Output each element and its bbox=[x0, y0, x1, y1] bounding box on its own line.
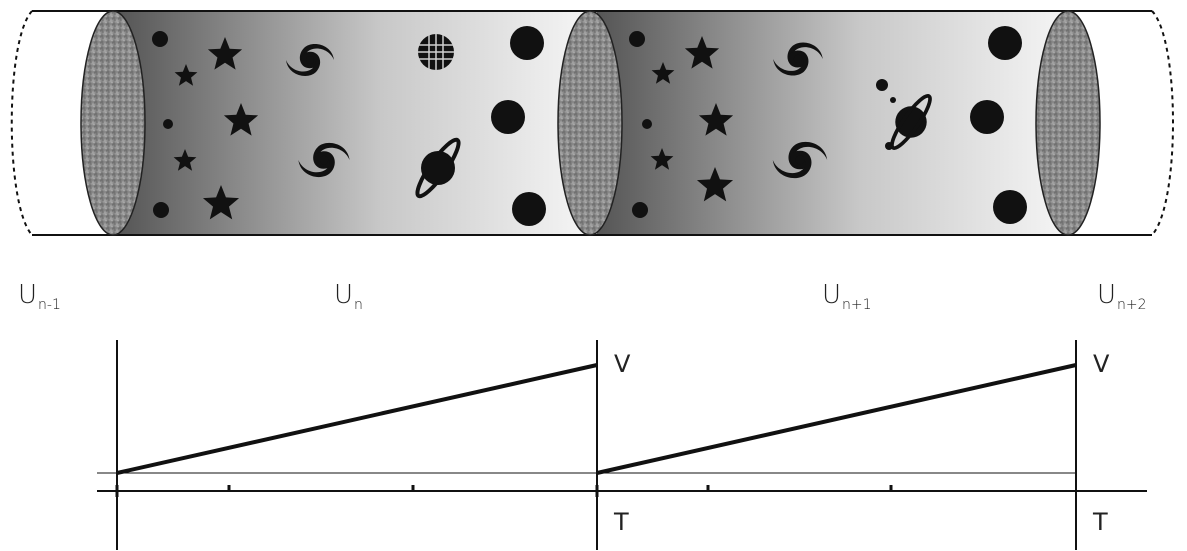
dot-icon bbox=[632, 202, 648, 218]
universe-n-plus-1-contents bbox=[629, 26, 1027, 224]
dot-icon bbox=[510, 26, 544, 60]
ramp-2 bbox=[596, 363, 1077, 475]
dot-icon bbox=[512, 192, 546, 226]
textured-disk-icon bbox=[557, 10, 623, 236]
universe-label-sub: n bbox=[354, 297, 363, 313]
wireframe-globe-icon bbox=[418, 34, 454, 70]
universe-label-main: U bbox=[18, 280, 38, 310]
dot-icon bbox=[163, 119, 173, 129]
universe-label-main: U bbox=[1097, 280, 1117, 310]
planet-ring-icon bbox=[876, 79, 935, 152]
dot-icon bbox=[993, 190, 1027, 224]
ramp-1 bbox=[116, 363, 598, 475]
dot-icon bbox=[629, 31, 645, 47]
dot-icon bbox=[642, 119, 652, 129]
universe-n-contents bbox=[152, 26, 546, 226]
textured-disk-icon bbox=[1035, 10, 1101, 236]
y-axis-label-2: V bbox=[1093, 350, 1110, 378]
textured-disk-icon bbox=[80, 10, 146, 236]
universe-label-sub: n+1 bbox=[842, 297, 872, 313]
dot-icon bbox=[970, 100, 1004, 134]
universe-label-n-minus-1: Un-1 bbox=[18, 282, 61, 312]
universe-label-n: Un bbox=[334, 282, 363, 312]
universe-label-sub: n-1 bbox=[38, 297, 61, 313]
universe-label-n-plus-1: Un+1 bbox=[822, 282, 872, 312]
tick-marks bbox=[115, 485, 893, 497]
time-graph bbox=[97, 340, 1147, 550]
x-axis-label-1: T bbox=[614, 508, 629, 536]
universe-label-main: U bbox=[822, 280, 842, 310]
dot-icon bbox=[988, 26, 1022, 60]
universe-label-sub: n+2 bbox=[1117, 297, 1147, 313]
y-axis-label-1: V bbox=[614, 350, 631, 378]
universe-label-main: U bbox=[334, 280, 354, 310]
universe-label-n-plus-2: Un+2 bbox=[1097, 282, 1147, 312]
dot-icon bbox=[153, 202, 169, 218]
dot-icon bbox=[491, 100, 525, 134]
dot-icon bbox=[152, 31, 168, 47]
x-axis-label-2: T bbox=[1093, 508, 1108, 536]
